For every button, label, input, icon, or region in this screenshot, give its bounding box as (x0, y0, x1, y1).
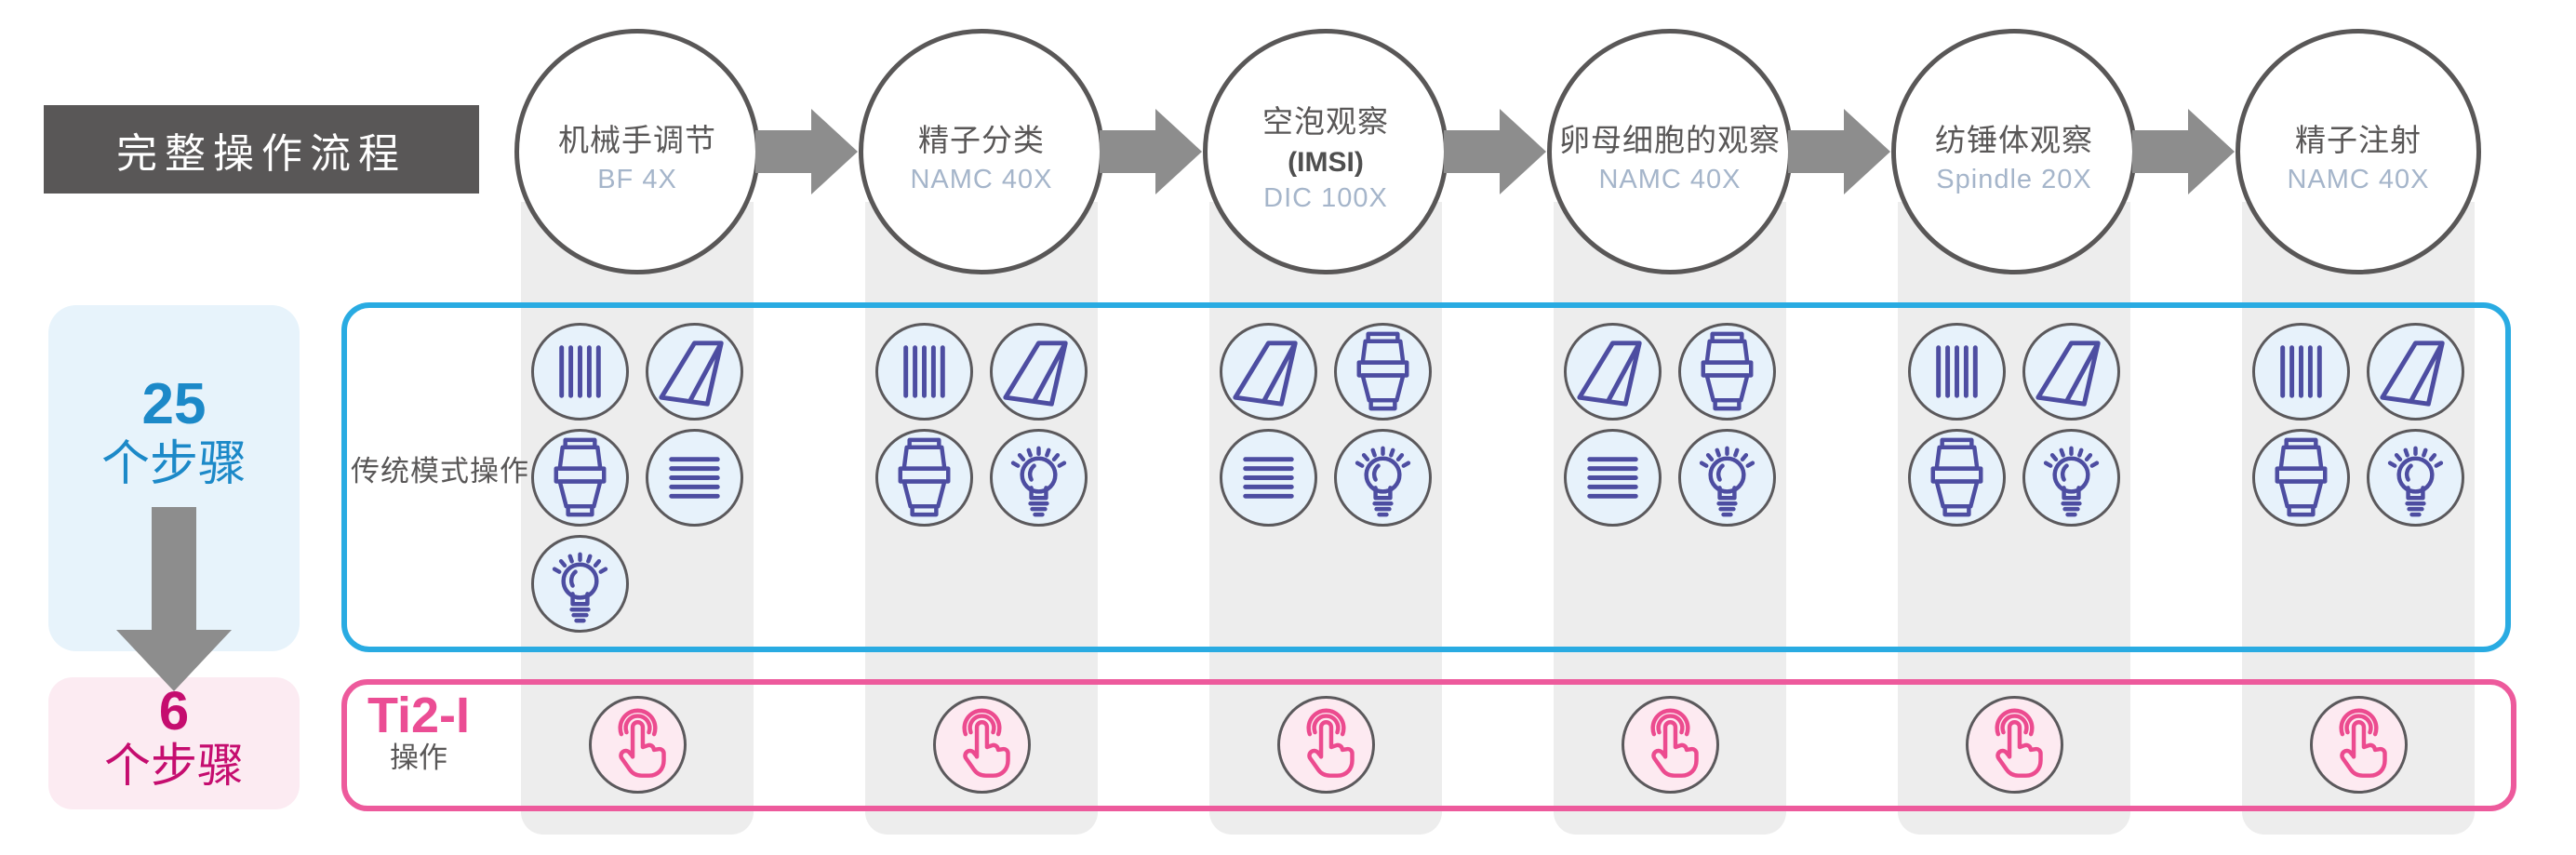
step-subtitle: NAMC 40X (1598, 165, 1742, 195)
ti2i-row-label: Ti2-I 操作 (356, 690, 481, 772)
ti2i-product-name: Ti2-I (367, 688, 471, 743)
steps-after-unit: 个步骤 (104, 740, 244, 792)
traditional-row-box (341, 302, 2511, 652)
flow-arrow-icon (1100, 109, 1202, 194)
ti2i-operation-label: 操作 (390, 741, 447, 774)
reduction-arrow-icon (116, 507, 232, 693)
flow-arrow-icon (1788, 109, 1890, 194)
step-circle: 空泡观察 (IMSI) DIC 100X (1203, 29, 1448, 274)
step-circle: 精子分类 NAMC 40X (859, 29, 1104, 274)
step-title: 精子注射 (2295, 124, 2422, 158)
step-circle: 卵母细胞的观察 NAMC 40X (1547, 29, 1793, 274)
step-subtitle: Spindle 20X (1936, 165, 2092, 195)
step-title: 卵母细胞的观察 (1559, 124, 1781, 158)
flow-arrow-icon (2132, 109, 2235, 194)
ti2i-row-box (341, 679, 2516, 811)
step-title-bold: (IMSI) (1288, 146, 1364, 178)
flow-arrow-icon (1444, 109, 1546, 194)
steps-before-unit: 个步骤 (100, 438, 247, 491)
step-subtitle: NAMC 40X (2287, 165, 2430, 195)
step-circle: 精子注射 NAMC 40X (2236, 29, 2481, 274)
step-circle: 机械手调节 BF 4X (514, 29, 760, 274)
step-subtitle: NAMC 40X (910, 165, 1053, 195)
steps-before-number: 25 (141, 372, 207, 436)
step-title: 空泡观察 (1262, 106, 1389, 140)
flow-arrow-icon (755, 109, 858, 194)
page-title: 完整操作流程 (44, 105, 479, 194)
step-title: 机械手调节 (558, 124, 716, 158)
step-subtitle: DIC 100X (1263, 182, 1388, 213)
steps-after-box: 6 个步骤 (48, 677, 300, 809)
step-circle: 纺锤体观察 Spindle 20X (1891, 29, 2137, 274)
step-title: 纺锤体观察 (1935, 124, 2093, 158)
step-title: 精子分类 (918, 124, 1045, 158)
traditional-row-label: 传统模式操作 (351, 455, 529, 488)
steps-after-number: 6 (158, 681, 190, 741)
step-subtitle: BF 4X (597, 165, 677, 195)
